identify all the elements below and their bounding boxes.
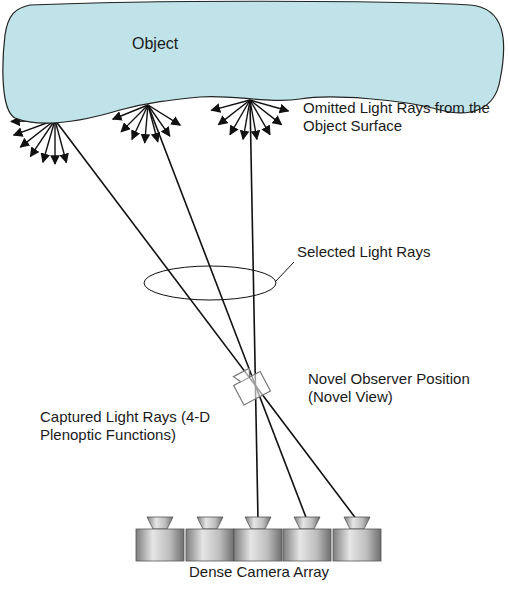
ray-arrow bbox=[243, 100, 250, 139]
ray-arrow bbox=[250, 100, 288, 111]
ray-arrow bbox=[218, 100, 250, 125]
caption-label: Dense Camera Array bbox=[154, 563, 364, 581]
leader-line bbox=[276, 262, 294, 281]
ray-arrow bbox=[43, 120, 55, 162]
object-label: Object bbox=[132, 35, 178, 53]
camera-array bbox=[136, 517, 381, 561]
ray-arrow bbox=[20, 120, 55, 147]
ray-arrow bbox=[148, 105, 180, 125]
ray-arrow bbox=[145, 105, 148, 143]
ray-arrow bbox=[54, 120, 55, 164]
caption-label: Omitted Light Rays from the Object Surfa… bbox=[303, 99, 493, 135]
ray-arrow bbox=[250, 100, 282, 125]
caption-label: Novel Observer Position (Novel View) bbox=[308, 370, 503, 406]
camera bbox=[283, 517, 331, 561]
captured-rays bbox=[55, 100, 357, 520]
ray-arrow bbox=[30, 120, 55, 156]
camera bbox=[234, 517, 282, 561]
selection-ellipse bbox=[144, 266, 276, 300]
caption-label: Captured Light Rays (4-D Plenoptic Funct… bbox=[40, 408, 240, 444]
camera bbox=[136, 517, 184, 561]
caption-label: Selected Light Rays bbox=[297, 243, 497, 261]
camera bbox=[333, 517, 381, 561]
camera bbox=[186, 517, 234, 561]
observer-camera bbox=[230, 364, 271, 405]
